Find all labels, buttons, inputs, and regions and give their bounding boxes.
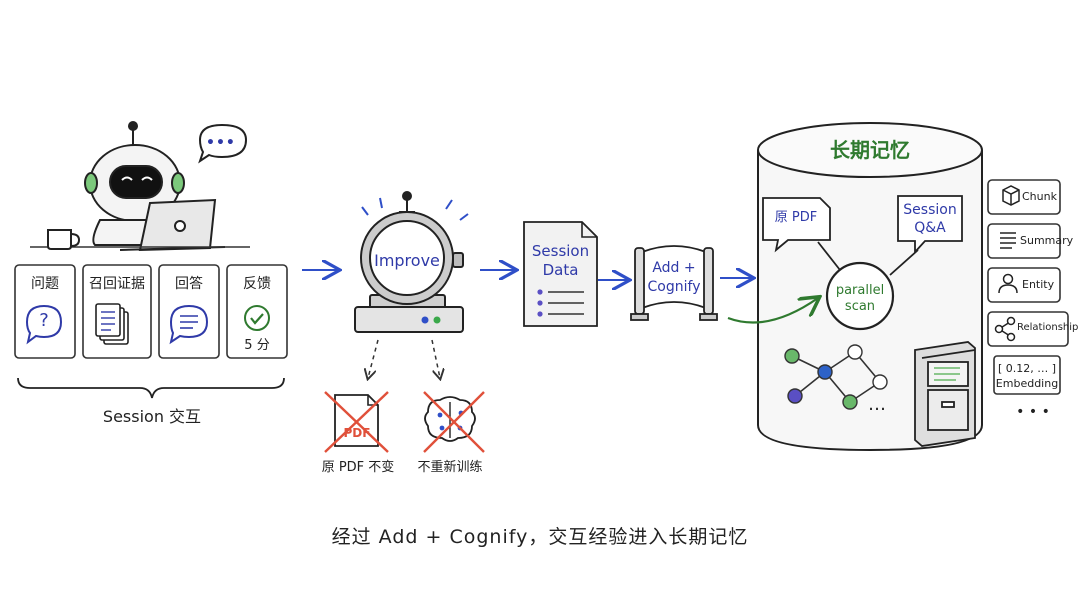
type-embedding-label: Embedding	[995, 377, 1059, 390]
coffee-mug-icon	[47, 229, 81, 250]
no-change-pdf-label: 原 PDF 不变	[321, 460, 395, 475]
pdf-icon-label: PDF	[343, 426, 371, 440]
feedback-score: 5 分	[244, 338, 270, 353]
scan-line2: scan	[844, 299, 876, 314]
type-summary-label: Summary	[1020, 234, 1074, 247]
brain-icon	[423, 391, 485, 453]
scan-line1: parallel	[835, 283, 885, 298]
checkmark-icon	[244, 305, 270, 331]
improve-device-icon	[354, 191, 469, 333]
session-data-document-icon	[523, 221, 598, 327]
qa-note-line2: Q&A	[914, 220, 946, 236]
pdf-file-icon	[324, 391, 389, 453]
card-evidence-label: 召回证据	[89, 276, 145, 292]
answer-bubble-icon	[169, 304, 209, 345]
card-feedback-label: 反馈	[243, 276, 271, 292]
type-embedding-vector: [ 0.12, … ]	[997, 362, 1057, 375]
question-mark: ?	[39, 310, 49, 331]
parallel-scan-node	[825, 261, 895, 331]
thinking-bubble-dots: •••	[206, 135, 236, 151]
dashed-arrows	[368, 339, 440, 378]
knowledge-graph	[784, 344, 888, 410]
session-data-line2: Data	[542, 261, 579, 279]
type-chunk-label: Chunk	[1022, 190, 1057, 203]
improve-label: Improve	[374, 251, 440, 270]
add-cognify-line1: Add +	[652, 260, 696, 276]
session-brace	[17, 377, 285, 399]
question-bubble-icon	[25, 304, 63, 345]
types-more: • • •	[1016, 404, 1050, 420]
flow-arrows	[302, 270, 752, 280]
add-cognify-line2: Cognify	[647, 279, 701, 295]
laptop-icon	[119, 198, 226, 252]
filing-cabinet-icon	[914, 341, 976, 447]
session-label: Session 交互	[102, 407, 202, 426]
card-question-label: 问题	[31, 276, 59, 292]
documents-icon	[95, 303, 129, 345]
scan-connectors	[817, 241, 919, 276]
pdf-note	[762, 197, 831, 253]
session-data-line1: Session	[531, 242, 590, 260]
share-icon	[994, 316, 1016, 342]
lines-icon	[1000, 232, 1016, 249]
qa-note-line1: Session	[903, 202, 957, 218]
diagram-caption: 经过 Add + Cognify，交互经验进入长期记忆	[331, 526, 749, 548]
type-relationship-label: Relationship	[1017, 322, 1079, 333]
no-retrain-label: 不重新训练	[417, 460, 483, 475]
thinking-bubble-icon	[198, 123, 248, 164]
pdf-note-label: 原 PDF	[774, 210, 818, 225]
memory-title: 长期记忆	[830, 138, 910, 162]
type-entity-label: Entity	[1022, 278, 1055, 291]
qa-note	[897, 195, 963, 255]
person-icon	[998, 273, 1018, 294]
graph-more: …	[868, 394, 886, 415]
green-arrow	[727, 298, 818, 324]
scroll-banner-icon	[630, 245, 718, 321]
cube-icon	[1002, 185, 1020, 206]
card-answer-label: 回答	[175, 276, 203, 292]
